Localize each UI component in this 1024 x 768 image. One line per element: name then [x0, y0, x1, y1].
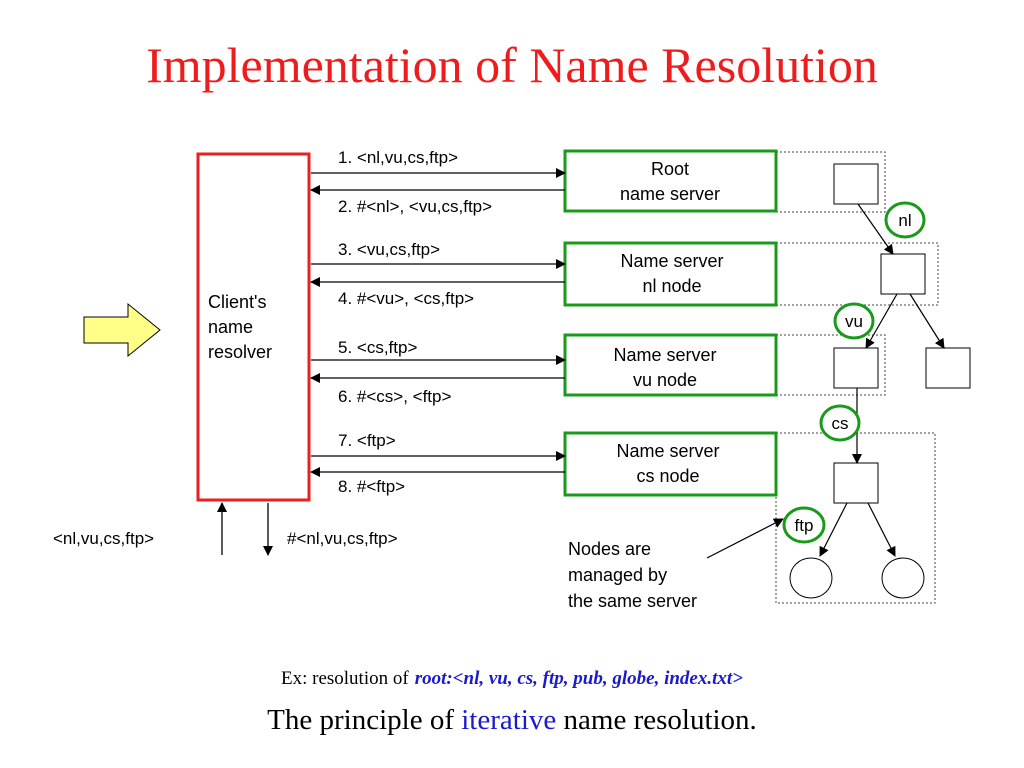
message-label-2: 2. #<nl>, <vu,cs,ftp> [338, 197, 492, 216]
cs-server-label-2: cs node [636, 466, 699, 486]
annotation-pointer [706, 518, 784, 559]
root-name-server-box [563, 149, 778, 213]
tree-label-cs: cs [832, 414, 849, 433]
tree-node-root [833, 163, 879, 205]
tree-node-vu [833, 347, 879, 389]
client-resolver-label-2: name [208, 317, 253, 337]
nl-server-label-2: nl node [642, 276, 701, 296]
label-circle-cs [819, 404, 861, 442]
caption-after: name resolution. [563, 704, 757, 736]
slide-title: Implementation of Name Resolution [146, 37, 878, 93]
root-server-label-1: Root [651, 159, 689, 179]
tree-leaf-ftp [789, 557, 833, 599]
vu-server-label-2: vu node [633, 370, 697, 390]
nl-name-server-box [563, 241, 778, 307]
client-resolver-label-1: Client's [208, 292, 266, 312]
tree-label-vu: vu [845, 312, 863, 331]
tree-edge-cs-other [867, 502, 896, 557]
message-label-1: 1. <nl,vu,cs,ftp> [338, 148, 458, 167]
message-label-6: 6. #<cs>, <ftp> [338, 387, 451, 406]
message-label-4: 4. #<vu>, <cs,ftp> [338, 289, 474, 308]
message-label-3: 3. <vu,cs,ftp> [338, 240, 440, 259]
message-label-5: 5. <cs,ftp> [338, 338, 417, 357]
tree-edge-nl-child [909, 293, 945, 349]
cs-name-server-box [563, 431, 778, 497]
message-label-8: 8. #<ftp> [338, 477, 405, 496]
annotation-line-2: managed by [568, 565, 667, 585]
tree-edge-cs-ftp [819, 502, 848, 557]
cs-server-label-1: Name server [616, 441, 719, 461]
caption-keyword: iterative [461, 704, 557, 736]
tree-leaf-other [881, 557, 925, 599]
tree-node-nl-child [925, 347, 971, 389]
annotation-line-1: Nodes are [568, 539, 651, 559]
example-prefix: Ex: resolution of [280, 668, 409, 689]
input-arrow-icon [83, 302, 161, 358]
root-server-label-2: name server [620, 184, 720, 204]
tree-label-ftp: ftp [795, 516, 814, 535]
vu-name-server-box [563, 333, 778, 397]
tree-node-nl [880, 253, 926, 295]
vu-server-label-1: Name server [613, 345, 716, 365]
client-resolver-label-3: resolver [208, 342, 272, 362]
label-circle-vu [833, 302, 875, 340]
tree-edge-root-nl [857, 203, 894, 255]
label-circle-ftp [782, 506, 826, 544]
client-resolver-box [196, 152, 311, 502]
message-label-7: 7. <ftp> [338, 431, 396, 450]
tree-node-cs [833, 462, 879, 504]
nl-server-label-1: Name server [620, 251, 723, 271]
tree-edge-nl-vu [865, 293, 898, 349]
cs-region [775, 432, 936, 604]
caption-before: The principle of [267, 704, 454, 736]
slide-caption: The principle of iterative name resoluti… [0, 704, 1024, 737]
client-output-label: #<nl,vu,cs,ftp> [287, 529, 398, 548]
example-path: root:<nl, vu, cs, ftp, pub, globe, index… [414, 668, 743, 689]
annotation-line-3: the same server [568, 591, 697, 611]
tree-label-nl: nl [898, 211, 911, 230]
client-input-label: <nl,vu,cs,ftp> [53, 529, 154, 548]
label-circle-nl [884, 201, 926, 239]
